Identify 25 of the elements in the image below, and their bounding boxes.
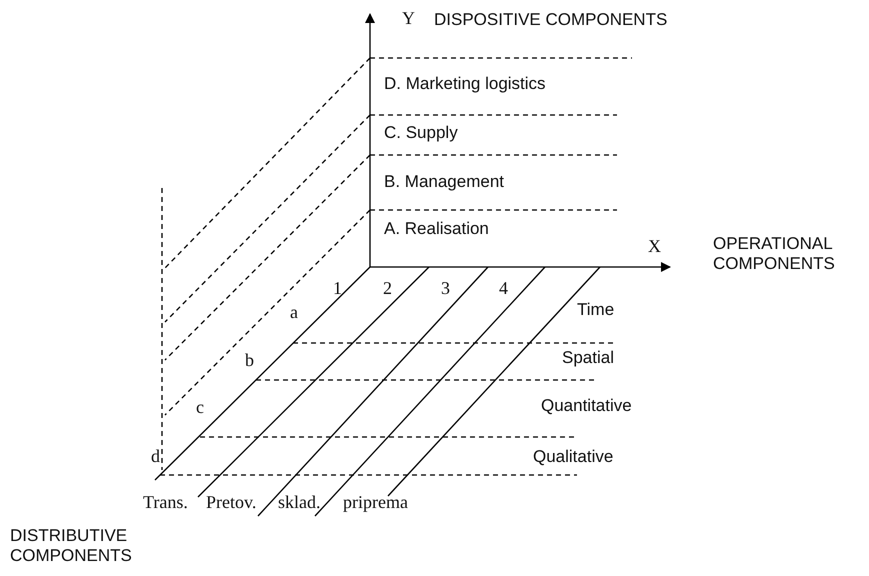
column-label: Trans. [143,492,188,514]
axis-letter: Y [402,8,415,30]
row-letter: d [151,446,160,468]
axis-title: OPERATIONAL COMPONENTS [713,234,836,275]
row-letter: a [290,302,298,324]
layer-label: D. Marketing logistics [384,74,546,94]
row-label: Spatial [562,348,614,368]
row-label: Qualitative [533,447,614,468]
row-letter: b [245,350,254,372]
row-label: Quantitative [541,396,632,416]
row-letter: c [196,397,204,419]
layer-label: B. Management [384,172,504,192]
layer-label: A. Realisation [384,219,489,240]
layer-label: C. Supply [384,123,458,144]
row-label: Time [577,300,614,320]
column-number: 4 [499,278,508,300]
column-number: 1 [333,278,342,300]
axis-title: DISTRIBUTIVE COMPONENTS [10,526,133,567]
column-label: Pretov. [206,492,256,514]
axis-letter: X [648,236,661,258]
column-label: sklad. [278,492,320,514]
column-number: 2 [383,278,392,300]
column-number: 3 [441,278,450,300]
column-label: priprema [343,492,408,514]
axis-title: DISPOSITIVE COMPONENTS [434,10,668,30]
